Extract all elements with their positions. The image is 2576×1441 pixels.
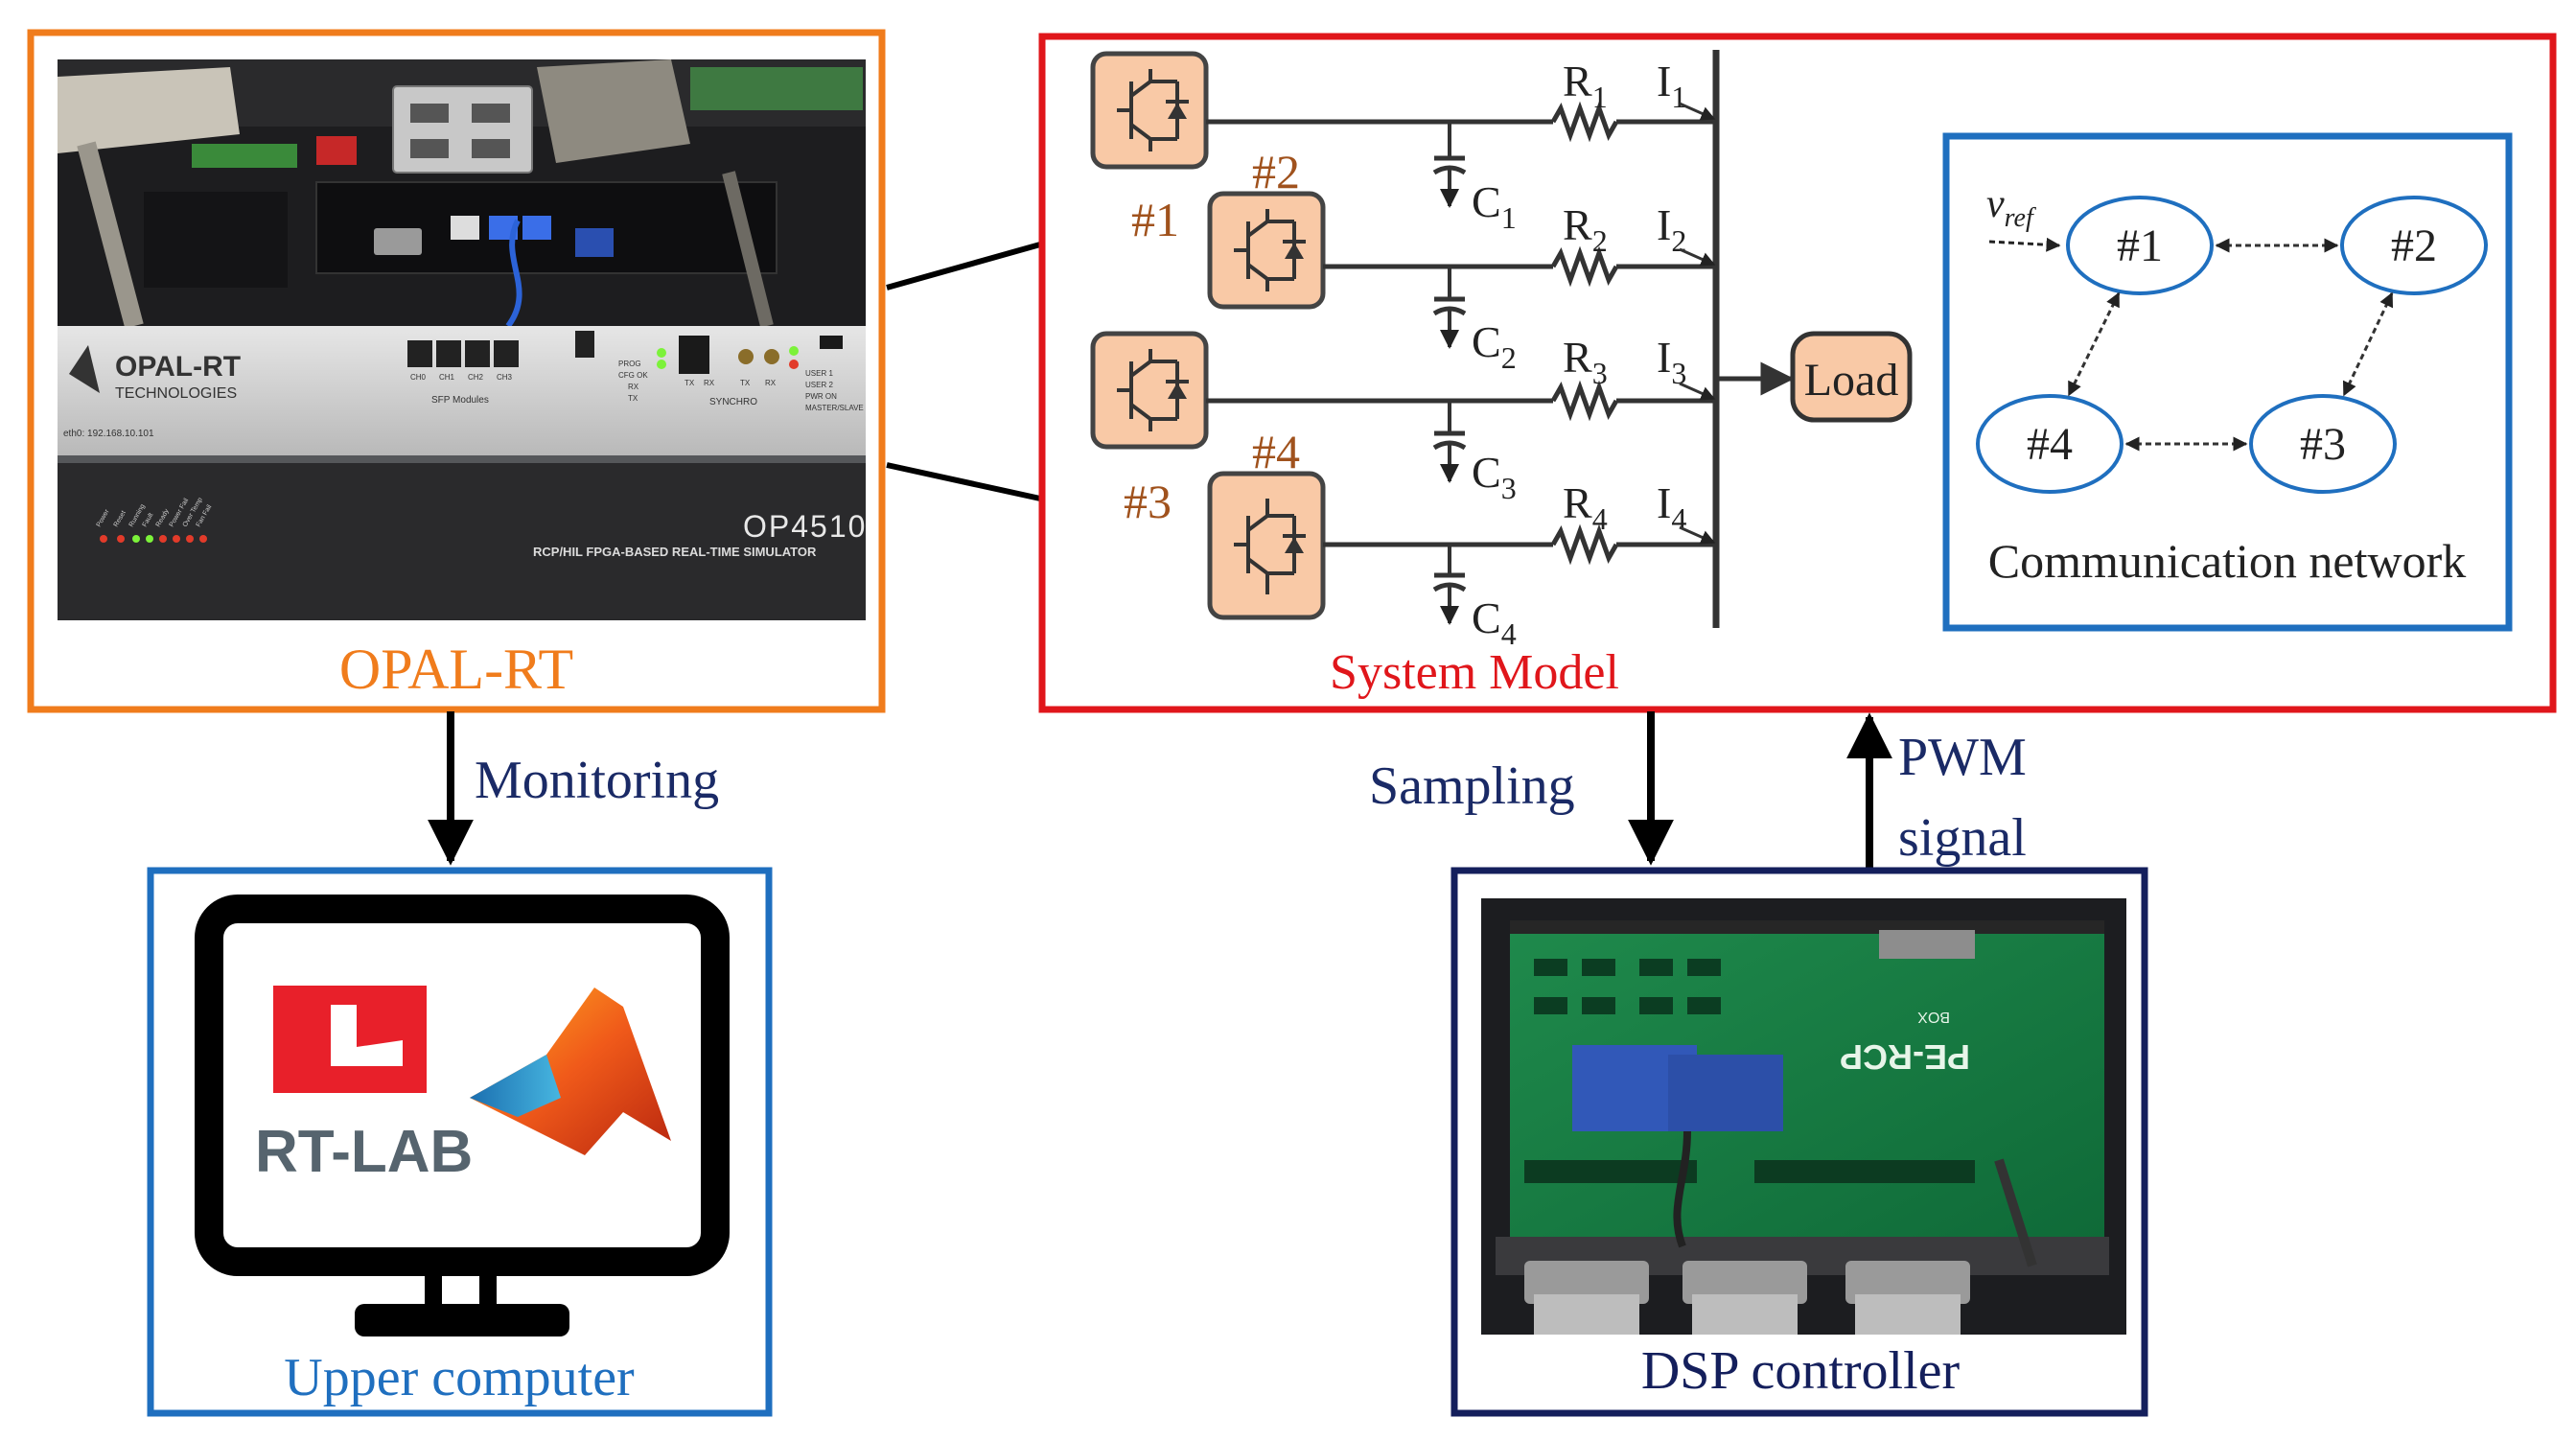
dsp-board-label: PE-RCP [1840, 1037, 1970, 1077]
green-led [789, 346, 799, 356]
pwm-label-line2: signal [1898, 808, 2027, 868]
indicator-label: TX [628, 394, 638, 403]
rt-lab-label: RT-LAB [255, 1119, 473, 1185]
dsp-controller-panel: PE-RCP BOX DSP controller [1450, 867, 2148, 1417]
monitor-icon [195, 895, 730, 1336]
resistor-label-2: R2 [1563, 200, 1608, 258]
user-label: PWR ON [805, 392, 837, 401]
resistor-label-3: R3 [1563, 333, 1608, 390]
sfp-port [494, 340, 519, 367]
dsp-controller-label: DSP controller [1641, 1341, 1961, 1401]
converter-label-1: #1 [1131, 193, 1179, 246]
opal-rt-photo: OPAL-RT TECHNOLOGIES eth0: 192.168.10.10… [58, 59, 867, 620]
green-led [657, 348, 666, 358]
node-1 [2066, 196, 2214, 295]
sfp-port [465, 340, 490, 367]
system-model-label: System Model [1330, 645, 1619, 700]
link-2-3 [2342, 291, 2394, 397]
synchro-port-label: RX [765, 379, 777, 387]
sampling-label: Sampling [1369, 756, 1575, 816]
synchro-port-label: TX [685, 379, 695, 387]
upper-computer-label: Upper computer [284, 1348, 635, 1407]
dsp-board-sublabel: BOX [1917, 1009, 1950, 1025]
system-model-panel: #1 R1 I1 C1 #2 R2 I2 [1038, 33, 2557, 713]
opal-rt-label: OPAL-RT [339, 638, 573, 701]
communication-network-label: Communication network [1988, 534, 2467, 588]
opal-rt-model: OP4510 [743, 509, 867, 544]
resistor-label-1: R1 [1563, 57, 1608, 114]
synchro-port-label: TX [740, 379, 751, 387]
current-label-3: I3 [1657, 333, 1686, 390]
sfp-port-label: CH3 [497, 373, 513, 382]
rt-lab-logo: RT-LAB [255, 986, 473, 1185]
branch-1: #1 R1 I1 C1 [1090, 51, 1716, 246]
node-4-label: #4 [2027, 419, 2073, 470]
dsp-controller-frame [1450, 867, 2148, 1417]
vref-label: vref [1986, 182, 2036, 233]
pwm-label-line1: PWM [1898, 728, 2027, 787]
opal-rt-brand-line2: TECHNOLOGIES [115, 385, 237, 402]
synchro-port-label: RX [704, 379, 715, 387]
converter-label-2: #2 [1252, 145, 1300, 198]
user-label: USER 1 [805, 369, 833, 378]
indicator-label: CFG OK [618, 371, 648, 380]
node-1-label: #1 [2117, 221, 2163, 271]
link-line-top [886, 242, 1041, 291]
user-label: MASTER/SLAVE [805, 404, 864, 412]
sfp-port-label: CH2 [468, 373, 484, 382]
system-model-frame [1038, 33, 2557, 713]
node-4 [1976, 394, 2123, 494]
opal-rt-panel: OPAL-RT TECHNOLOGIES eth0: 192.168.10.10… [27, 29, 886, 713]
synchro-ports: TX RX TX RX SYNCHRO [685, 349, 779, 407]
load-label: Load [1804, 355, 1899, 406]
opal-rt-brand-line1: OPAL-RT [115, 351, 241, 383]
load-block [1790, 331, 1913, 423]
vref-arrow [1988, 237, 2061, 252]
communication-network-panel: vref #1 #2 #3 #4 Communication network [1942, 132, 2513, 632]
converter-label-3: #3 [1124, 475, 1172, 528]
indicator-label: RX [628, 383, 639, 391]
opal-rt-ip-label: eth0: 192.168.10.101 [63, 429, 154, 439]
node-3 [2249, 394, 2397, 494]
branch-3: #3 R3 I3 C3 [1090, 331, 1716, 528]
user-labels: USER 1 USER 2 PWR ON MASTER/SLAVE [805, 369, 864, 412]
opal-rt-model-subtitle: RCP/HIL FPGA-BASED REAL-TIME SIMULATOR [533, 545, 817, 559]
sfp-port-label: CH1 [439, 373, 455, 382]
converter-label-4: #4 [1252, 425, 1300, 478]
communication-network-frame [1942, 132, 2513, 632]
node-3-label: #3 [2300, 419, 2346, 470]
node-2-label: #2 [2391, 221, 2437, 271]
resistor-label-4: R4 [1563, 478, 1608, 536]
capacitor-label-1: C1 [1472, 177, 1517, 235]
converter-block [1207, 471, 1326, 620]
upper-computer-frame [147, 867, 773, 1417]
capacitor-label-2: C2 [1472, 317, 1517, 375]
link-1-4 [2067, 291, 2121, 397]
sfp-port-label: CH0 [410, 373, 427, 382]
monitoring-label: Monitoring [475, 751, 719, 810]
sfp-port [407, 340, 432, 367]
user-label: USER 2 [805, 381, 833, 389]
sfp-ports: CH0 CH1 CH2 CH3 SFP Modules [407, 340, 519, 406]
branch-4: #4 R4 I4 C4 [1207, 425, 1716, 651]
red-led [789, 360, 799, 369]
opal-rt-frame [27, 29, 886, 713]
sfp-modules-label: SFP Modules [431, 395, 489, 406]
green-led [657, 360, 666, 369]
indicator-label: PROG [618, 360, 641, 368]
capacitor-label-4: C4 [1472, 593, 1517, 651]
matlab-icon [470, 988, 671, 1155]
status-indicators: PROG CFG OK RX TX [618, 348, 666, 403]
node-2 [2340, 196, 2488, 295]
link-line-bottom [886, 462, 1041, 501]
upper-computer-panel: RT-LAB Upper computer [147, 867, 773, 1417]
branch-2: #2 R2 I2 C2 [1207, 145, 1716, 375]
capacitor-label-3: C3 [1472, 448, 1517, 505]
synchro-label: SYNCHRO [709, 397, 757, 407]
sfp-port [436, 340, 461, 367]
dsp-photo: PE-RCP BOX [1481, 898, 2126, 1335]
